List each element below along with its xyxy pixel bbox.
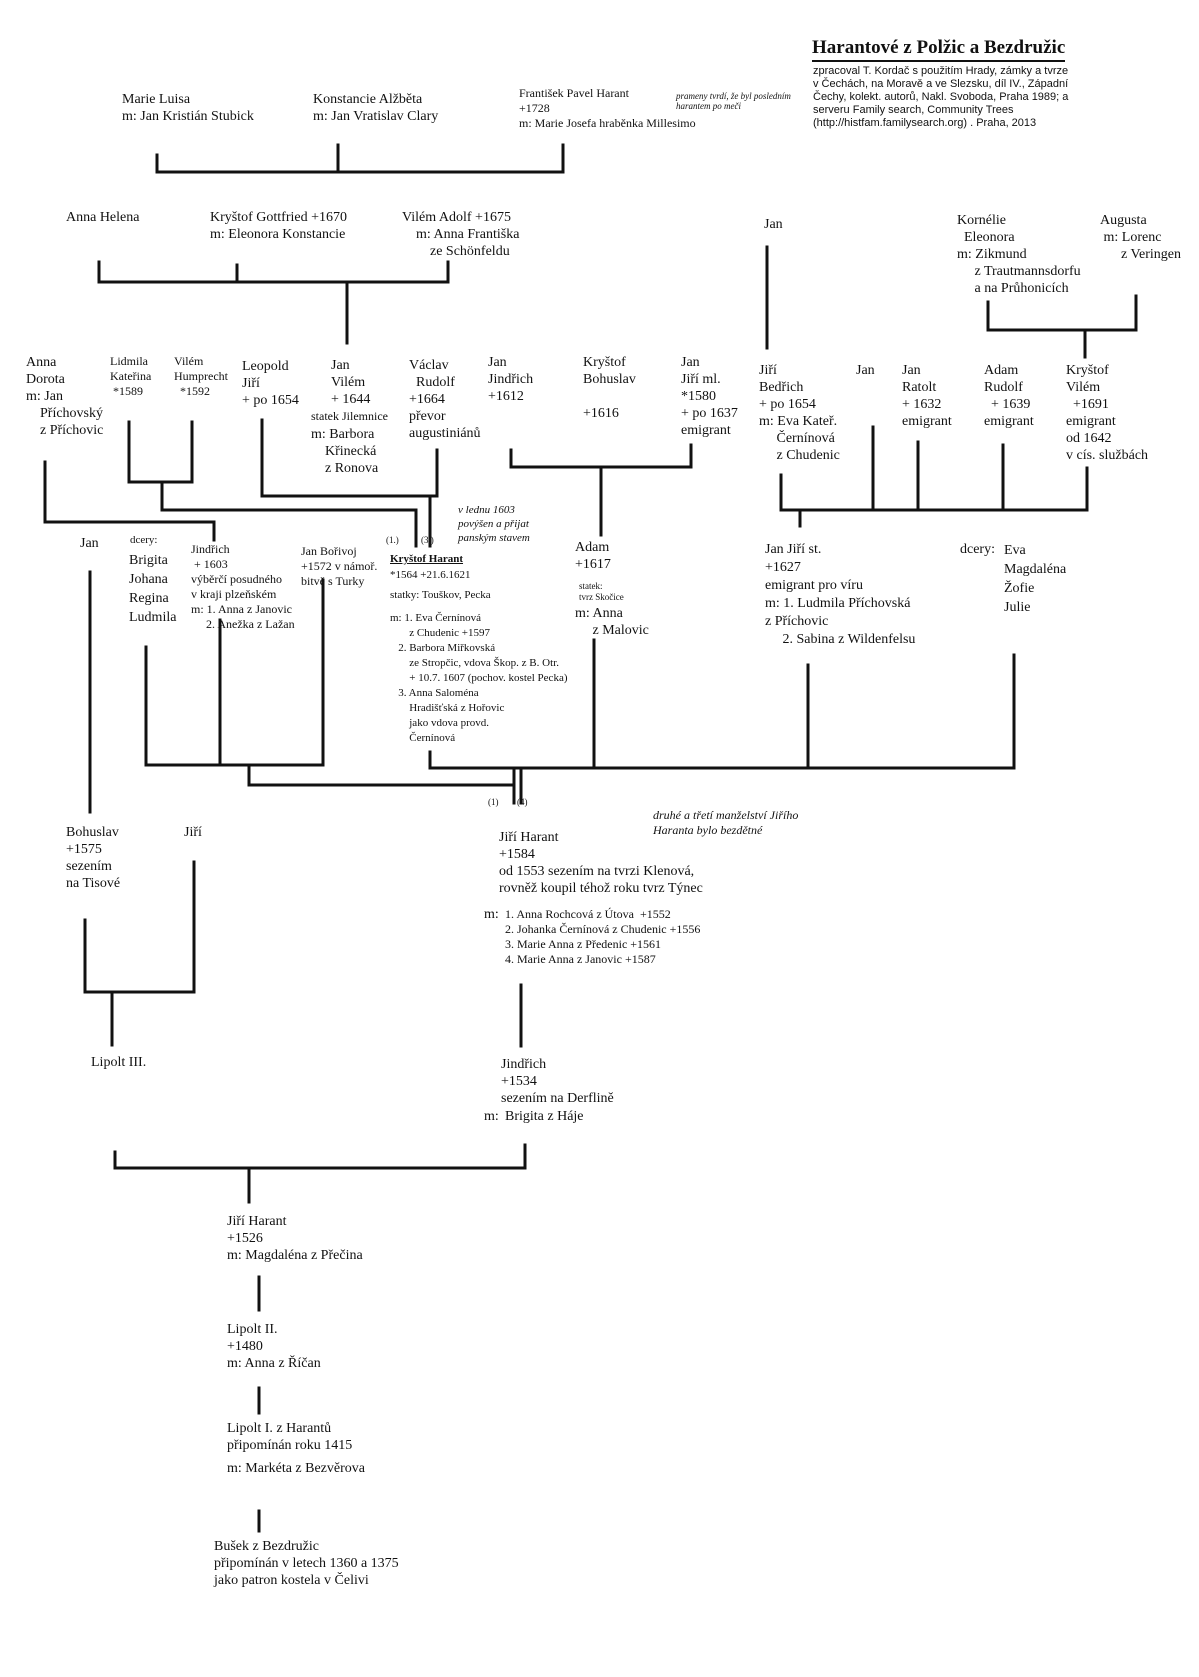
page-title: Harantové z Polžic a Bezdružic xyxy=(812,37,1066,62)
person-jindrich-1603: Jindřich + 1603 výběrčí posudného v kraj… xyxy=(191,542,295,631)
marker-3: (3.) xyxy=(421,535,434,545)
person-jan-ratolt: Jan Ratolt + 1632 emigrant xyxy=(902,363,952,429)
person-adam: Adam +1617 xyxy=(575,540,611,572)
person-vaclav-rudolf: Václav Rudolf +1664 převor augustiniánů xyxy=(409,358,481,441)
person-krystof-harant: Kryštof Harant xyxy=(390,553,464,565)
person-jan-borivoj: Jan Bořivoj +1572 v námoř. bitvě s Turky xyxy=(301,544,378,588)
person-jiri-bedrich: Jiří Bedřich + po 1654 m: Eva Kateř. Čer… xyxy=(759,363,840,463)
adam-m: m: Anna z Malovic xyxy=(575,606,649,638)
person-krystof-vilem: Kryštof Vilém +1691 emigrant od 1642 v c… xyxy=(1066,363,1149,463)
jindrich-1534-m-label: m: xyxy=(484,1109,499,1124)
source-note: zpracoval T. Kordač s použitím Hrady, zá… xyxy=(813,65,1069,129)
note-jiri-marriages: druhé a třetí manželství Jiřího Haranta … xyxy=(653,808,799,837)
person-jan-left: Jan xyxy=(80,536,99,551)
krystof-harant-statky: statky: Touškov, Pecka xyxy=(390,589,491,601)
person-lipolt-iii: Lipolt III. xyxy=(91,1055,147,1070)
person-jan-vilem: Jan Vilém + 1644 xyxy=(331,358,371,407)
person-dcery-right: Eva Magdaléna Žofie Julie xyxy=(1004,543,1067,615)
person-jiri-harant-1584: Jiří Harant +1584 od 1553 sezením na tvr… xyxy=(499,830,703,896)
person-kornelie: Kornélie Eleonora m: Zikmund z Trautmann… xyxy=(957,213,1081,296)
note-jan-vilem-statek: statek Jilemnice xyxy=(311,409,388,423)
jindrich-1534-m: Brigita z Háje xyxy=(505,1109,584,1124)
person-leopold: Leopold Jiří + po 1654 xyxy=(242,359,299,408)
person-lidmila: Lidmila Kateřina *1589 xyxy=(110,354,152,398)
jiri-harant-1584-marriages: 1. Anna Rochcová z Útova +1552 2. Johank… xyxy=(505,907,701,966)
marker-4: (4) xyxy=(517,797,528,807)
person-busek: Bušek z Bezdružic připomínán v letech 13… xyxy=(214,1539,399,1588)
person-jindrich-1534: Jindřich +1534 sezením na Derflině xyxy=(501,1057,614,1106)
jiri-harant-1584-m-label: m: xyxy=(484,907,499,922)
person-augusta: Augusta m: Lorenc z Veringen xyxy=(1100,213,1181,262)
person-jan-jiri-ml: Jan Jiří ml. *1580 + po 1637 emigrant xyxy=(681,355,738,438)
krystof-harant-dates: *1564 +21.6.1621 xyxy=(390,569,471,581)
person-jan-jindrich: Jan Jindřich +1612 xyxy=(488,355,534,404)
person-jan-mid: Jan xyxy=(856,363,875,378)
person-anna-dorota: Anna Dorota m: Jan Příchovský z Příchovi… xyxy=(26,355,104,438)
person-anna-helena: Anna Helena xyxy=(66,210,140,225)
person-krystof-bohuslav: Kryštof Bohuslav +1616 xyxy=(583,355,636,421)
person-jiri-left: Jiří xyxy=(184,825,202,840)
note-frantisek: prameny tvrdí, že byl posledním harantem… xyxy=(676,91,791,111)
person-adam-rudolf: Adam Rudolf + 1639 emigrant xyxy=(984,363,1034,429)
person-lipolt-ii: Lipolt II. +1480 m: Anna z Říčan xyxy=(227,1322,321,1371)
marker-1: (1.) xyxy=(386,535,399,545)
dcery-right-label: dcery: xyxy=(960,542,995,557)
person-jan-top: Jan xyxy=(764,217,783,232)
person-jan-jiri-st: Jan Jiří st. +1627 emigrant pro víru m: … xyxy=(765,542,916,647)
adam-statek: statek: tvrz Skočice xyxy=(579,581,624,602)
person-vilem-humprecht: Vilém Humprecht *1592 xyxy=(174,354,228,398)
person-jiri-harant-1526: Jiří Harant +1526 m: Magdaléna z Přečina xyxy=(227,1214,363,1263)
person-lipolt-i: Lipolt I. z Harantů připomínán roku 1415 xyxy=(227,1421,353,1453)
dcery-left-label: dcery: xyxy=(130,534,158,546)
person-vilem-adolf: Vilém Adolf +1675 m: Anna Františka ze S… xyxy=(402,210,520,259)
note-jan-vilem-m: m: Barbora Křinecká z Ronova xyxy=(311,427,379,476)
note-1603: v lednu 1603 povýšen a přijat panským st… xyxy=(458,504,530,544)
marker-1b: (1) xyxy=(488,797,499,807)
person-krystof-gottfried: Kryštof Gottfried +1670 m: Eleonora Kons… xyxy=(210,210,347,242)
person-dcery-left: Brigita Johana Regina Ludmila xyxy=(129,553,177,625)
person-marie-luisa: Marie Luisa m: Jan Kristián Stubick xyxy=(122,92,254,124)
person-bohuslav: Bohuslav +1575 sezením na Tisové xyxy=(66,825,121,891)
person-frantisek-pavel: František Pavel Harant +1728 m: Marie Jo… xyxy=(519,86,696,130)
krystof-harant-marriages: m: 1. Eva Černínová z Chudenic +1597 2. … xyxy=(390,612,568,744)
person-konstancie: Konstancie Alžběta m: Jan Vratislav Clar… xyxy=(313,92,439,124)
lipolt-i-m: m: Markéta z Bezvěrova xyxy=(227,1461,365,1476)
